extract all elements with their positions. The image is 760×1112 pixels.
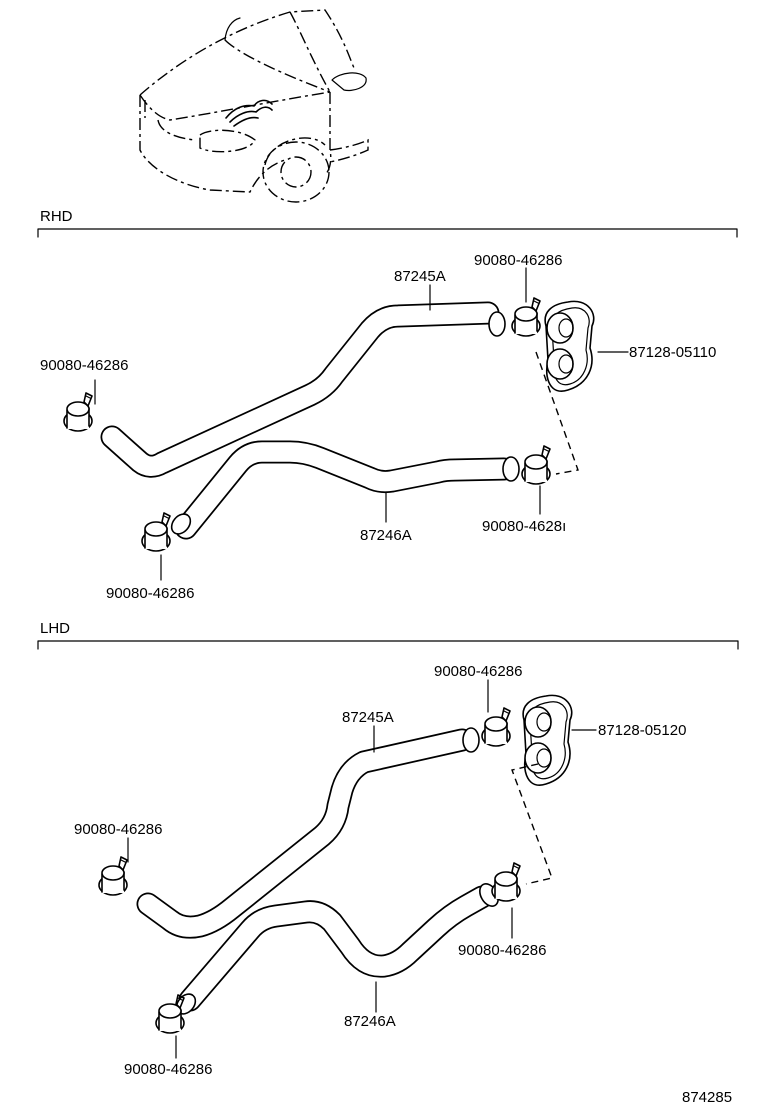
lhd-clamp-top-label: 90080-46286 <box>434 663 522 680</box>
rhd-clamp-left-label: 90080-46286 <box>40 357 128 374</box>
lhd-section: LHD 90080-46286 87245A 87128- <box>37 620 739 1078</box>
lhd-clamp-left-label: 90080-46286 <box>74 821 162 838</box>
rhd-title: RHD <box>40 208 73 225</box>
lhd-clamp-top <box>481 707 511 747</box>
rhd-clamp-top <box>511 297 541 337</box>
rhd-hose-upper <box>100 301 506 478</box>
rhd-clamp-bottom-label: 90080-46286 <box>106 585 194 602</box>
rhd-divider <box>37 228 738 238</box>
rhd-hose-lower <box>170 440 520 540</box>
lhd-clamp-right <box>491 862 521 902</box>
rhd-grommet <box>544 300 595 392</box>
lhd-hose-lower-label: 87246A <box>344 1013 396 1030</box>
rhd-clamp-right-label: 90080-4628ı <box>482 518 566 535</box>
lhd-clamp-right-label: 90080-46286 <box>458 942 546 959</box>
rhd-clamp-top-label: 90080-46286 <box>474 252 562 269</box>
illustration-number: 874285 <box>682 1089 732 1106</box>
rhd-grommet-label: 87128-05110 <box>629 344 716 361</box>
rhd-clamp-right <box>521 445 551 485</box>
vehicle-location-sketch <box>139 9 369 203</box>
rhd-hose-upper-label: 87245A <box>394 268 446 285</box>
lhd-grommet <box>522 694 573 786</box>
lhd-divider <box>37 640 739 650</box>
rhd-section: RHD 87245A 90080-46286 87128- <box>37 208 738 602</box>
lhd-clamp-bottom-label: 90080-46286 <box>124 1061 212 1078</box>
lhd-grommet-label: 87128-05120 <box>598 722 686 739</box>
rhd-routing-line <box>535 351 579 475</box>
rhd-clamp-left <box>63 392 93 432</box>
lhd-routing-line <box>511 763 553 885</box>
lhd-hose-upper <box>136 727 480 939</box>
rhd-clamp-bottom <box>141 512 171 552</box>
lhd-hose-upper-label: 87245A <box>342 709 394 726</box>
rhd-hose-lower-label: 87246A <box>360 527 412 544</box>
lhd-clamp-left <box>98 856 128 896</box>
lhd-title: LHD <box>40 620 70 637</box>
